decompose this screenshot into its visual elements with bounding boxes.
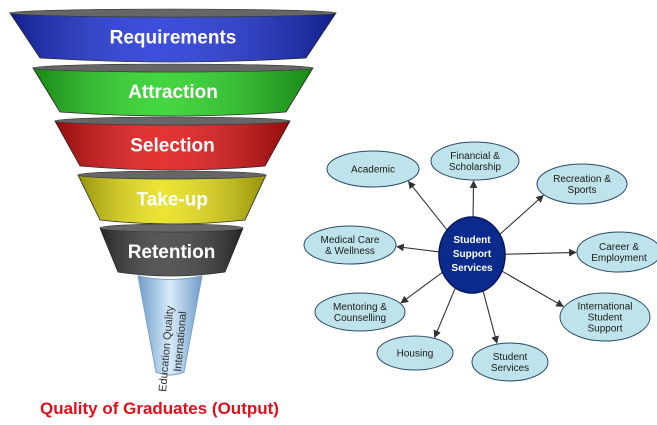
arrow-to-student-services bbox=[482, 290, 499, 344]
node-label: Employment bbox=[591, 253, 647, 264]
center-node: Student Support Services bbox=[438, 216, 506, 294]
node-label: Support bbox=[587, 324, 622, 335]
arrow-to-international bbox=[501, 270, 564, 307]
funnel-spout: Education Quality International bbox=[137, 275, 203, 392]
node-label: Career & bbox=[599, 242, 639, 253]
arrow-to-medical bbox=[396, 243, 440, 253]
node-label: & Wellness bbox=[325, 246, 375, 257]
node-label: Student bbox=[588, 313, 623, 324]
arrow-to-academic bbox=[408, 180, 448, 231]
funnel-diagram: RequirementsAttractionSelectionTake-upRe… bbox=[9, 8, 337, 392]
funnel-label: Requirements bbox=[110, 28, 237, 49]
node-label: Financial & bbox=[450, 151, 500, 162]
node-financial: Financial &Scholarship bbox=[430, 141, 520, 181]
node-academic: Academic bbox=[326, 150, 420, 188]
arrow-to-financial bbox=[469, 180, 478, 218]
node-medical: Medical Care& Wellness bbox=[303, 225, 397, 265]
funnel-caption: Quality of Graduates (Output) bbox=[40, 399, 279, 418]
funnel-label: Selection bbox=[130, 136, 214, 157]
funnel-layer-selection: Selection bbox=[54, 116, 291, 171]
arrow-to-recreation bbox=[499, 194, 544, 235]
node-label: Counselling bbox=[334, 313, 386, 324]
funnel-layer-retention: Retention bbox=[99, 223, 244, 277]
node-recreation: Recreation &Sports bbox=[536, 163, 628, 205]
node-label: Academic bbox=[351, 165, 395, 176]
node-label: Scholarship bbox=[449, 162, 502, 173]
node-label: Sports bbox=[568, 185, 597, 196]
node-mentoring: Mentoring &Counselling bbox=[314, 292, 406, 332]
spout-label-line-2: International bbox=[172, 311, 189, 372]
node-label: Mentoring & bbox=[333, 302, 387, 313]
arrow-to-career bbox=[504, 248, 577, 257]
arrow-to-housing bbox=[433, 287, 456, 339]
node-label: Recreation & bbox=[553, 174, 611, 185]
arrow-to-mentoring bbox=[400, 271, 443, 304]
node-label: Services bbox=[491, 363, 529, 374]
funnel-label: Take-up bbox=[137, 190, 208, 211]
node-label: Medical Care bbox=[321, 235, 380, 246]
node-housing: Housing bbox=[376, 335, 454, 371]
funnel-label: Attraction bbox=[128, 82, 218, 103]
node-label: Student bbox=[493, 352, 528, 363]
center-label-line-2: Support bbox=[453, 249, 492, 260]
funnel-layer-attraction: Attraction bbox=[32, 63, 314, 117]
node-label: Housing bbox=[397, 349, 434, 360]
node-label: International bbox=[577, 302, 632, 313]
center-label-line-1: Student bbox=[453, 235, 491, 246]
funnel-label: Retention bbox=[128, 242, 216, 263]
funnel-layer-requirements: Requirements bbox=[9, 8, 337, 63]
funnel-layer-take-up: Take-up bbox=[77, 170, 267, 225]
node-career: Career &Employment bbox=[576, 231, 657, 273]
center-label-line-3: Services bbox=[451, 263, 493, 274]
